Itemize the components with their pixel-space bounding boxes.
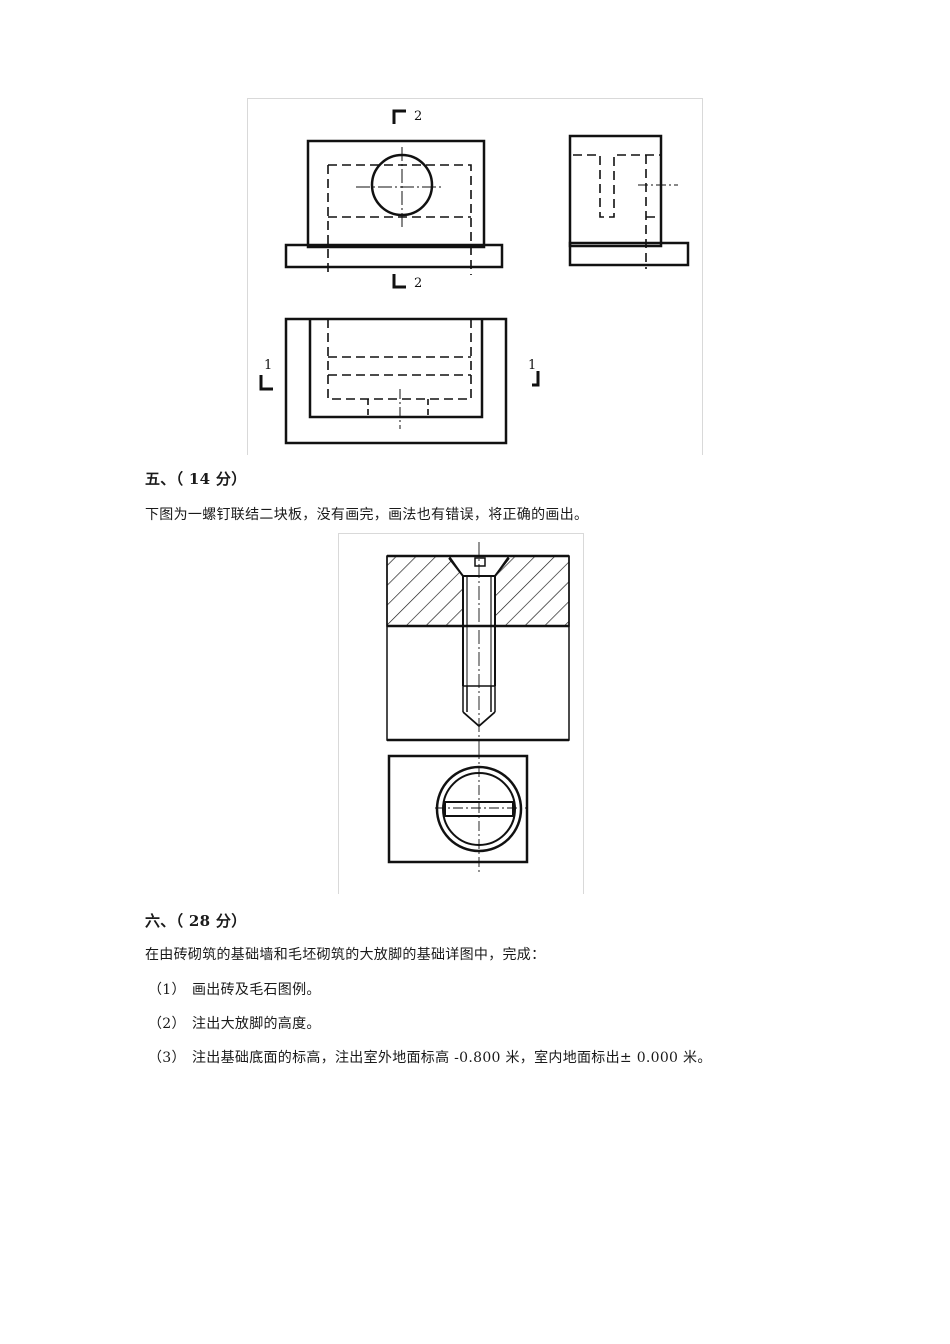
question5-heading: 五、（ 14 分） — [145, 470, 247, 488]
item-text: 注出大放脚的高度。 — [192, 1016, 321, 1032]
section-label-left: 1 — [264, 358, 272, 373]
question6-item-2: （2） 注出大放脚的高度。 — [148, 1013, 321, 1033]
item-text: 画出砖及毛石图例。 — [192, 982, 321, 998]
question6-item-1: （1） 画出砖及毛石图例。 — [148, 979, 321, 999]
item-text: 注出基础底面的标高，注出室外地面标高 -0.800 米，室内地面标出± 0.00… — [192, 1050, 712, 1066]
question6-heading: 六、（ 28 分） — [145, 912, 247, 930]
question6-item-3: （3） 注出基础底面的标高，注出室外地面标高 -0.800 米，室内地面标出± 0… — [148, 1047, 712, 1067]
side-view — [568, 134, 690, 269]
question5-description: 下图为一螺钉联结二块板，没有画完，画法也有错误，将正确的画出。 — [145, 507, 589, 523]
figure-screw-joint-drawing — [338, 533, 584, 894]
item-number: （1） — [148, 982, 186, 998]
top-view — [284, 317, 508, 445]
item-number: （2） — [148, 1016, 186, 1032]
figure-three-view-drawing: 2 2 1 1 — [247, 98, 703, 455]
section-label-top: 2 — [414, 109, 422, 124]
section-label-bottom: 2 — [414, 276, 422, 291]
screw-top-view — [387, 749, 529, 874]
screw-joint-svg — [386, 542, 570, 874]
item-number: （3） — [148, 1050, 186, 1066]
screw-section-view — [386, 542, 570, 749]
front-view — [284, 139, 504, 275]
three-view-drawing-svg: 2 2 1 1 — [259, 109, 690, 445]
question6-description: 在由砖砌筑的基础墙和毛坯砌筑的大放脚的基础详图中，完成： — [145, 947, 546, 963]
section-label-right: 1 — [528, 358, 536, 373]
